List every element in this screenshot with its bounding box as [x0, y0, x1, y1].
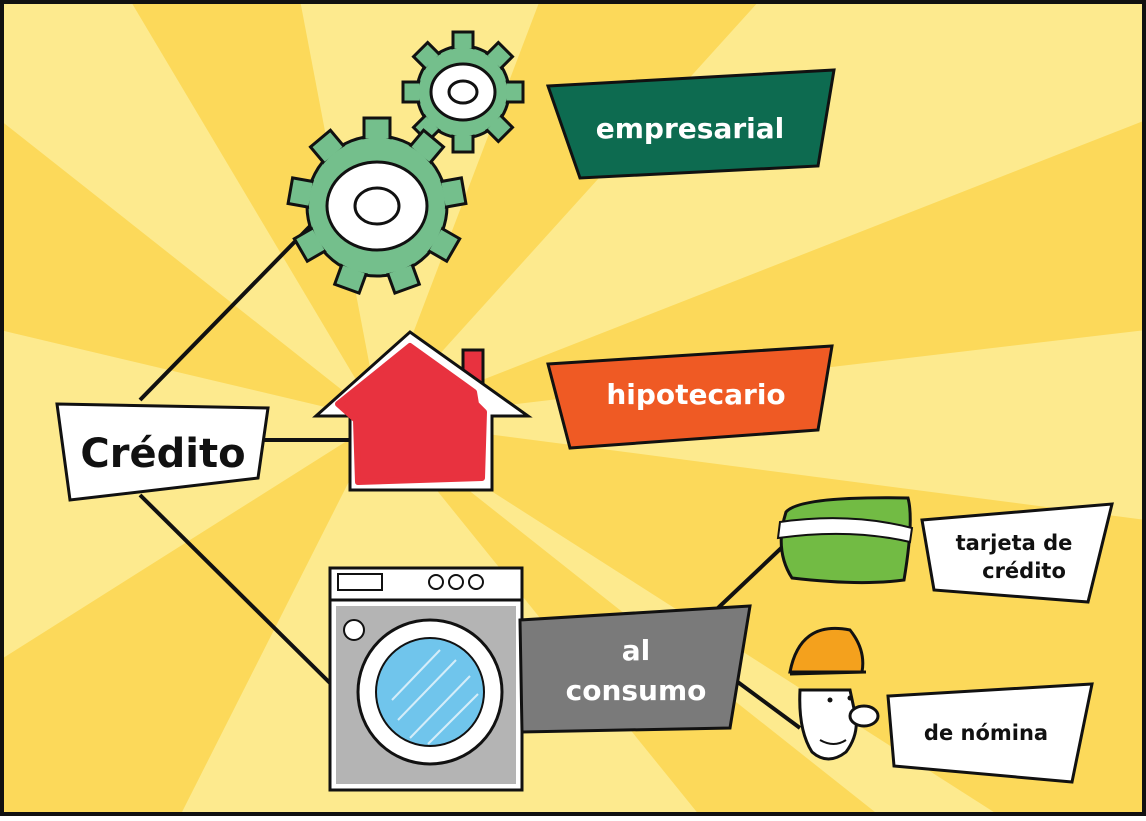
tarjeta-box	[920, 502, 1114, 604]
consumo-label-line1: al	[622, 634, 651, 667]
connector-consumo	[138, 493, 334, 687]
consumo-node: al consumo	[518, 604, 752, 734]
credito-box	[55, 402, 270, 502]
nomina-node: de nómina	[886, 682, 1094, 784]
hipotecario-node: hipotecario	[546, 344, 834, 450]
gears-icon	[286, 30, 525, 296]
nomina-label: de nómina	[924, 721, 1048, 745]
hipotecario-box	[546, 344, 834, 450]
credito-label: Crédito	[80, 431, 245, 477]
worker-helmet-icon	[788, 626, 880, 761]
connector-lines	[138, 216, 802, 730]
connector-nomina	[733, 678, 802, 730]
credito-node: Crédito	[55, 402, 270, 502]
empresarial-node: empresarial	[545, 68, 836, 180]
empresarial-label: empresarial	[596, 112, 784, 145]
hipotecario-label: hipotecario	[606, 378, 785, 411]
credit-card-icon	[776, 496, 914, 585]
house-icon	[312, 330, 533, 492]
tarjeta-node: tarjeta de crédito	[920, 502, 1114, 604]
consumo-box	[518, 604, 752, 734]
empresarial-box	[545, 68, 836, 180]
connector-empresarial	[138, 216, 320, 402]
tarjeta-label-line1: tarjeta de	[956, 531, 1073, 555]
nomina-box	[886, 682, 1094, 784]
consumo-label-line2: consumo	[566, 674, 707, 707]
tarjeta-label-line2: crédito	[982, 559, 1066, 583]
washing-machine-icon	[328, 566, 524, 792]
